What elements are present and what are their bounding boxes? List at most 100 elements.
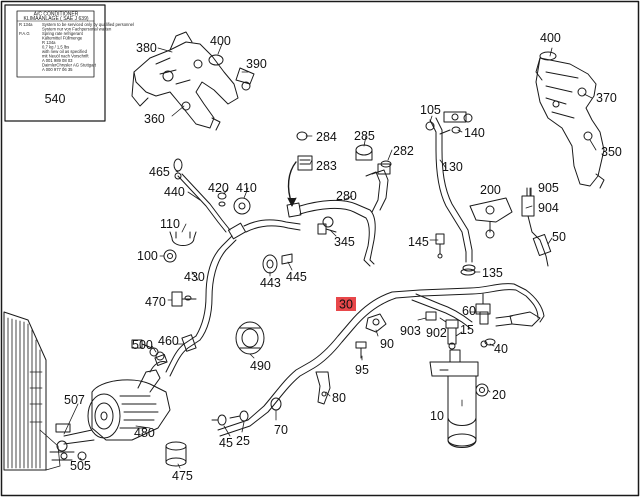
label-row-text: 0,7 kg / 1,5 lbs — [42, 45, 69, 50]
fitting-90 — [365, 313, 387, 333]
label-title-line-2: KLIMAANLAGE ( SAE J 639) — [23, 16, 88, 22]
callout-140: 140 — [464, 126, 485, 140]
fitting-500 — [131, 339, 159, 357]
callout-460: 460 — [158, 334, 179, 348]
callout-95: 95 — [355, 363, 369, 377]
callout-345: 345 — [334, 235, 355, 249]
callout-30: 30 — [339, 298, 353, 312]
callout-100: 100 — [137, 249, 158, 263]
fitting-40 — [484, 338, 496, 346]
callout-443: 443 — [260, 276, 281, 290]
callout-902: 902 — [426, 326, 447, 340]
label-panel-text: A/C CONDITIONER KLIMAANLAGE ( SAE J 639)… — [19, 12, 134, 107]
callout-350: 350 — [601, 145, 622, 159]
label-title-line-1: A/C CONDITIONER — [34, 12, 79, 18]
callout-145: 145 — [408, 235, 429, 249]
label-row-text: mit Neuöl nach Vorschrift — [42, 54, 89, 59]
callout-25: 25 — [236, 434, 250, 448]
callout-90: 90 — [380, 337, 394, 351]
callout-360: 360 — [144, 112, 165, 126]
callout-380: 380 — [136, 41, 157, 55]
label-panel — [4, 4, 106, 122]
callout-284: 284 — [316, 130, 337, 144]
callout-400-right: 400 — [540, 31, 561, 45]
callout-904: 904 — [538, 201, 559, 215]
label-row-text: A 000 977 06 35 — [42, 67, 73, 72]
callout-465: 465 — [149, 165, 170, 179]
receiver-dryer — [429, 349, 479, 448]
callout-15: 15 — [460, 323, 474, 337]
callout-430: 430 — [184, 270, 205, 284]
callout-475: 475 — [172, 469, 193, 483]
label-row-text: with new oil as specified — [42, 49, 88, 54]
bolt-470 — [171, 291, 197, 307]
bolt-95 — [355, 341, 367, 359]
callout-440: 440 — [164, 185, 185, 199]
fittings-45-25 — [211, 410, 249, 426]
callout-282: 282 — [393, 144, 414, 158]
callout-105: 105 — [420, 103, 441, 117]
callout-370: 370 — [596, 91, 617, 105]
callout-80: 80 — [332, 391, 346, 405]
callout-40: 40 — [494, 342, 508, 356]
callout-285: 285 — [354, 129, 375, 143]
callout-130: 130 — [442, 160, 463, 174]
callout-200: 200 — [480, 183, 501, 197]
callout-45: 45 — [219, 436, 233, 450]
callout-60: 60 — [462, 304, 476, 318]
condenser — [3, 311, 61, 471]
callout-20: 20 — [492, 388, 506, 402]
callout-390: 390 — [246, 57, 267, 71]
callout-903: 903 — [400, 324, 421, 338]
coil-490 — [235, 321, 265, 355]
label-row-code: R 134a — [19, 22, 33, 27]
leader-lines — [63, 43, 597, 469]
sensor-904 — [521, 187, 552, 267]
fittings-105-140 — [425, 121, 461, 134]
callout-480: 480 — [134, 426, 155, 440]
callout-500: 500 — [132, 338, 153, 352]
fitting-283-284 — [287, 131, 313, 207]
callout-10: 10 — [430, 409, 444, 423]
bracket-200 — [469, 197, 513, 239]
callout-507: 507 — [64, 393, 85, 407]
high-pressure-line — [217, 283, 545, 437]
callout-135: 135 — [482, 266, 503, 280]
callout-280: 280 — [336, 189, 357, 203]
nut-100 — [163, 249, 177, 263]
label-row-text: R 134a — [42, 40, 56, 45]
pressure-switch — [425, 293, 491, 350]
callout-70: 70 — [274, 423, 288, 437]
fittings-410-420 — [217, 192, 251, 215]
callout-445: 445 — [286, 270, 307, 284]
fitting-70 — [270, 397, 282, 411]
tube-130 — [429, 111, 476, 272]
compressor — [49, 354, 171, 461]
bolt-145 — [435, 233, 445, 259]
callout-283: 283 — [316, 159, 337, 173]
part-475 — [165, 441, 187, 467]
hose-280 — [286, 163, 391, 267]
label-row-text: DaimlerChrysler AG Stuttgart — [42, 63, 97, 68]
callout-505: 505 — [70, 459, 91, 473]
callout-30-highlight — [336, 297, 356, 311]
bracket-80 — [315, 371, 331, 405]
bracket-assembly-370 — [535, 51, 605, 189]
label-row-text: Kältemittel Füllmenge — [42, 36, 83, 41]
callout-420: 420 — [208, 181, 229, 195]
callout-490: 490 — [250, 359, 271, 373]
clamp-110 — [169, 231, 197, 246]
callout-905: 905 — [538, 181, 559, 195]
label-row-text: A 001 989 08 03 — [42, 58, 73, 63]
callout-110: 110 — [160, 217, 180, 231]
callout-50: 50 — [552, 230, 566, 244]
callout-400: 400 — [210, 34, 231, 48]
label-row-text: System nur von Fachpersonal warten — [42, 27, 112, 32]
label-row-text: Spring rate refrigerant — [42, 31, 84, 36]
nut-20 — [475, 383, 489, 397]
bracket-assembly-360 — [131, 31, 255, 131]
